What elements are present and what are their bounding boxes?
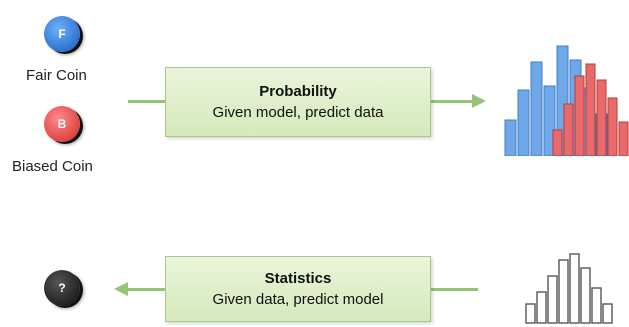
probability-title: Probability [259,83,337,100]
probability-subtitle: Given model, predict data [212,104,384,121]
unknown-coin-icon: ? [44,270,80,306]
probability-arrowhead-icon [472,94,486,108]
biased-coin-icon: B [44,106,80,142]
statistics-arrowhead-icon [114,282,128,296]
biased-coin-label: Biased Coin [12,158,93,175]
biased-distribution-bars [552,63,629,156]
biased-coin-letter: B [57,117,67,131]
fair-coin-icon: F [44,16,80,52]
statistics-title: Statistics [264,270,332,287]
data-distribution-bars [525,253,613,324]
data-histogram-icon [525,253,613,324]
statistics-subtitle: Given data, predict model [212,291,384,308]
fair-coin-letter: F [58,27,66,41]
probability-box: Probability Given model, predict data [165,67,431,137]
model-histogram-icon [504,45,629,156]
unknown-coin-letter: ? [58,281,66,295]
statistics-box: Statistics Given data, predict model [165,256,431,322]
fair-coin-label: Fair Coin [26,67,87,84]
